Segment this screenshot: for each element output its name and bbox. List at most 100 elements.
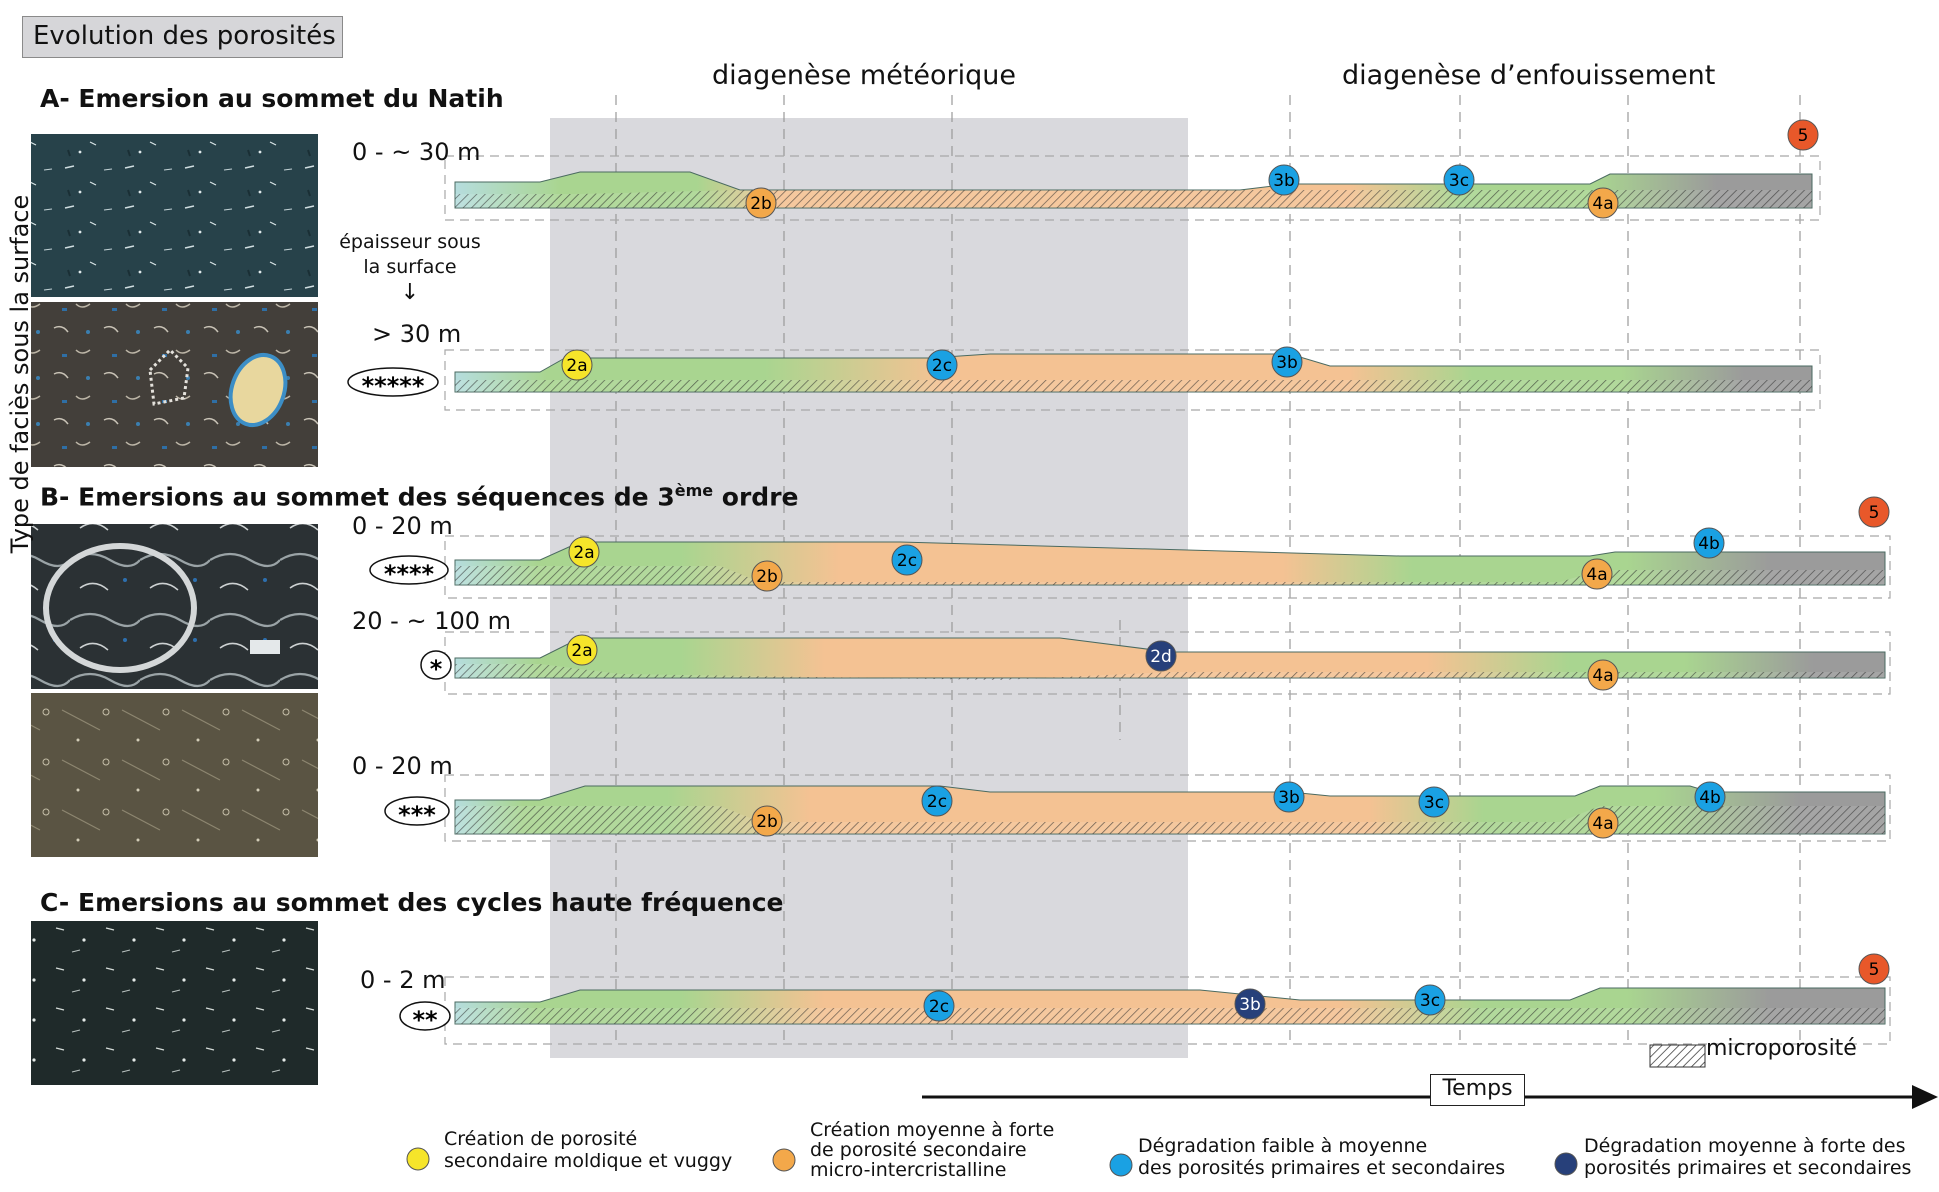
stars-row2: ***** <box>347 367 439 400</box>
badge-row1-5: 5 <box>1787 119 1819 151</box>
microporosity-label: microporosité <box>1706 1036 1857 1061</box>
legend-2-line2: de porosité secondaire <box>810 1139 1027 1161</box>
badge-row6-3b: 3b <box>1234 988 1266 1020</box>
porosity-bands <box>454 171 1886 1025</box>
stars-row6-label: ** <box>412 1006 438 1034</box>
badge-row6-3b-label: 3b <box>1239 995 1261 1015</box>
annotation-line2: la surface <box>363 256 457 278</box>
thickness-row6: 0 - 2 m <box>360 966 446 994</box>
badge-row6-3c: 3c <box>1414 984 1446 1016</box>
thickness-row2: > 30 m <box>372 320 462 348</box>
facies-photo-1 <box>31 134 318 297</box>
badge-row4-2d: 2d <box>1145 640 1177 672</box>
legend-1-line2: secondaire moldique et vuggy <box>444 1150 733 1172</box>
badge-row1-3c: 3c <box>1443 164 1475 196</box>
badge-row5-4a-label: 4a <box>1592 814 1613 834</box>
stars-row5: *** <box>384 796 450 829</box>
annotation-arrow: ↓ <box>400 280 420 305</box>
badge-row2-3b-label: 3b <box>1276 353 1298 373</box>
badge-row1-2b: 2b <box>745 187 777 219</box>
badge-row5-2c: 2c <box>921 785 953 817</box>
badge-row3-4b: 4b <box>1693 527 1725 559</box>
thickness-row5: 0 - 20 m <box>352 752 453 780</box>
stars-row6: ** <box>399 1001 451 1034</box>
section-a-header: A- Emersion au sommet du Natih <box>40 84 504 113</box>
section-b-header: B- Emersions au sommet des séquences de … <box>40 481 798 511</box>
porosity-band-row-2 <box>454 353 1813 393</box>
badge-row4-2a-label: 2a <box>571 641 592 661</box>
badge-row5-3b: 3b <box>1273 781 1305 813</box>
badge-row3-2c-label: 2c <box>897 551 917 571</box>
thickness-annotation: épaisseur sous la surface ↓ <box>330 230 490 305</box>
time-label: Temps <box>1430 1074 1525 1106</box>
badge-row4-2a: 2a <box>566 634 598 666</box>
thickness-row3: 0 - 20 m <box>352 512 453 540</box>
badge-row1-4a: 4a <box>1587 187 1619 219</box>
legend-text-1: Création de porosité secondaire moldique… <box>444 1128 732 1172</box>
stars-row3: **** <box>369 555 449 588</box>
badge-row6-5: 5 <box>1858 953 1890 985</box>
legend-dot-orange <box>772 1148 796 1172</box>
badge-row4-4a-label: 4a <box>1592 666 1613 686</box>
badge-row3-2b-label: 2b <box>756 567 778 587</box>
badge-row6-3c-label: 3c <box>1420 991 1440 1011</box>
section-c-header: C- Emersions au sommet des cycles haute … <box>40 888 784 917</box>
badge-row3-2a: 2a <box>568 536 600 568</box>
badge-row2-2a: 2a <box>561 349 593 381</box>
badge-row3-2b: 2b <box>751 560 783 592</box>
facies-star-ovals: ***** **** * *** ** <box>347 367 452 1034</box>
time-arrow <box>922 1085 1938 1109</box>
badge-row5-4b: 4b <box>1694 781 1726 813</box>
badge-row1-5-label: 5 <box>1798 126 1809 146</box>
legend-text-2: Création moyenne à forte de porosité sec… <box>810 1120 1054 1180</box>
section-b-suffix: ordre <box>713 482 799 512</box>
legend-1-line1: Création de porosité <box>444 1128 638 1150</box>
badge-row6-2c: 2c <box>923 990 955 1022</box>
phase-burial: diagenèse d’enfouissement <box>1342 60 1716 91</box>
badge-row3-2a-label: 2a <box>573 543 594 563</box>
porosity-band-row-6 <box>454 987 1886 1025</box>
badge-row5-4b-label: 4b <box>1699 788 1721 808</box>
legend-dot-yellow <box>406 1147 430 1171</box>
badge-row6-5-label: 5 <box>1869 960 1880 980</box>
annotation-line1: épaisseur sous <box>339 231 481 253</box>
badge-row5-2c-label: 2c <box>927 792 947 812</box>
badge-row3-2c: 2c <box>891 544 923 576</box>
stars-row4: * <box>420 650 452 683</box>
legend-dot-navy <box>1554 1152 1578 1176</box>
badge-row3-4a: 4a <box>1581 558 1613 590</box>
figure-title: Evolution des porosités <box>22 16 343 58</box>
badge-row5-3c: 3c <box>1418 786 1450 818</box>
legend-text-3: Dégradation faible à moyenne des porosit… <box>1138 1135 1505 1179</box>
badge-row5-2b-label: 2b <box>756 812 778 832</box>
stars-row2-label: ***** <box>362 372 425 400</box>
badge-row2-3b: 3b <box>1271 346 1303 378</box>
badge-row3-4a-label: 4a <box>1586 565 1607 585</box>
badge-row6-2c-label: 2c <box>929 997 949 1017</box>
badge-row5-2b: 2b <box>751 805 783 837</box>
badge-row2-2c-label: 2c <box>932 356 952 376</box>
badge-row1-4a-label: 4a <box>1592 194 1613 214</box>
porosity-band-row-5 <box>454 785 1886 835</box>
legend-2-line1: Création moyenne à forte <box>810 1119 1055 1141</box>
thickness-row1: 0 - ~ 30 m <box>352 138 481 166</box>
badge-row3-4b-label: 4b <box>1698 534 1720 554</box>
process-badges: 2b 3b 3c 4a 5 2a 2c 3b 2a 2b 2c 4a 4b 5 … <box>561 119 1890 1022</box>
stars-row4-label: * <box>430 655 443 683</box>
legend-4-line2: porosités primaires et secondaires <box>1584 1157 1912 1179</box>
legend-3-line1: Dégradation faible à moyenne <box>1138 1135 1428 1157</box>
side-axis-label: Type de faciès sous la surface <box>6 194 34 554</box>
facies-photo-4 <box>31 693 318 857</box>
badge-row5-3b-label: 3b <box>1278 788 1300 808</box>
badge-row1-2b-label: 2b <box>750 194 772 214</box>
stars-row3-label: **** <box>384 560 435 588</box>
phase-meteoric: diagenèse météorique <box>712 60 1017 91</box>
legend-text-4: Dégradation moyenne à forte des porosité… <box>1584 1135 1911 1179</box>
legend-2-line3: micro-intercristalline <box>810 1159 1007 1181</box>
badge-row3-5-label: 5 <box>1869 503 1880 523</box>
badge-row4-2d-label: 2d <box>1150 647 1172 667</box>
legend-4-line1: Dégradation moyenne à forte des <box>1584 1135 1906 1157</box>
meteoric-diagenesis-zone <box>550 118 1188 1058</box>
legend-dot-blue <box>1109 1153 1133 1177</box>
